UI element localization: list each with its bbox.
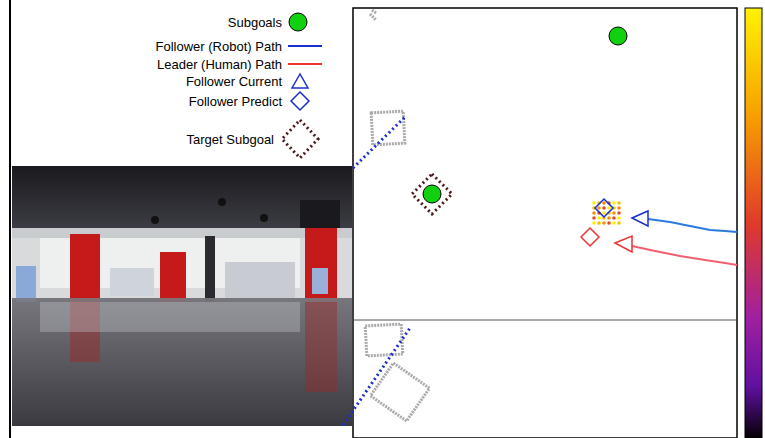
heat-dot [612, 201, 616, 205]
heat-dot [602, 201, 606, 205]
heat-dot [612, 216, 616, 220]
heat-dot [592, 221, 596, 225]
heat-dot [617, 216, 621, 220]
legend-label: Follower Predict [189, 94, 282, 109]
heat-dot [597, 216, 601, 220]
legend-label: Follower Current [186, 74, 282, 89]
heat-dot [617, 201, 621, 205]
heat-dot [617, 211, 621, 215]
heat-dot [592, 211, 596, 215]
heat-dot [617, 206, 621, 210]
heat-dot [602, 211, 606, 215]
heat-dot [607, 221, 611, 225]
heat-dot [607, 216, 611, 220]
heat-dot [617, 221, 621, 225]
legend-label: Target Subgoal [187, 132, 274, 147]
heat-dot [602, 206, 606, 210]
heat-dot [602, 221, 606, 225]
heat-dot [592, 201, 596, 205]
legend-label: Subgoals [228, 15, 282, 30]
heat-dot [592, 216, 596, 220]
legend-label: Follower (Robot) Path [156, 39, 282, 54]
heat-dot [597, 206, 601, 210]
heat-dot [607, 206, 611, 210]
heat-dot [612, 211, 616, 215]
heat-dot [612, 221, 616, 225]
heat-dot [597, 221, 601, 225]
legend-label: Leader (Human) Path [157, 57, 282, 72]
